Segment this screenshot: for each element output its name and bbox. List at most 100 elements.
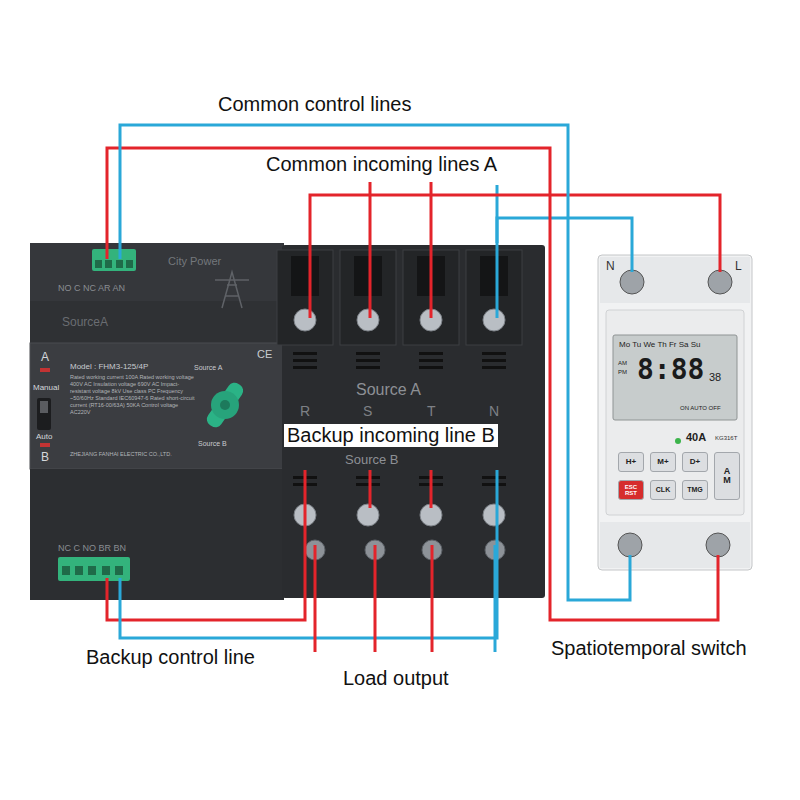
timer-switch: NLMo Tu We Th Fr Sa SuAMPM8:8838ON AUTO … [598,255,752,570]
knob-lever [204,380,246,430]
device-text: 40A [686,432,706,443]
screw [357,504,379,526]
callout-label: Spatiotemporal switch [551,637,747,660]
terminal-box [466,250,522,345]
vent [293,366,317,369]
knob [211,391,239,419]
terminal-hole [115,566,123,575]
pylon-logo [215,272,249,308]
callout-label: Backup control line [86,646,255,669]
timer-bottom-terminals [600,522,750,568]
indicator-led [40,368,50,372]
device-text: Mo Tu We Th Fr Sa Su [619,341,701,349]
device-text: SourceA [62,316,108,328]
indicator-led [40,443,50,447]
device-text: Source B [345,453,398,466]
timer-button: ESCRST [618,480,644,500]
device-text: R [300,404,310,418]
screw [708,270,732,294]
vent [356,483,380,486]
vent [419,359,443,362]
device-text: KG316T [715,435,737,441]
vent [482,359,506,362]
timer-button: H+ [618,452,644,472]
terminal-hole [75,566,83,575]
device-text: ZHEJIANG FANHAI ELECTRIC CO.,LTD. [70,452,172,458]
ats-body [30,243,284,600]
ats-front-band [30,343,284,469]
device-text: AM [618,360,627,366]
button-label: M+ [657,458,668,466]
wire-connector [120,125,630,600]
button-label: ESC [625,484,637,490]
terminal-hole [88,566,96,575]
ats-top-step [30,243,284,301]
wire-connector [107,148,718,620]
terminal-hole [126,260,133,268]
mode-switch [37,398,51,430]
screw [483,309,505,331]
vent [293,352,317,355]
wire-connector [310,195,720,255]
ats-left-module [30,243,284,600]
device-text: L [735,260,742,272]
device-text: Manual [33,384,59,392]
device-text: NC C NO BR BN [58,544,126,553]
timer-panel [606,310,744,515]
lcd-screen [613,335,737,420]
terminal-hole [95,260,102,268]
timer-body [598,255,752,570]
device-text: City Power [168,256,221,267]
knob-center [220,400,230,410]
device-text: Source B [198,440,227,447]
device-text: Rated working current 100A Rated working… [70,374,198,416]
load-wire [494,545,497,652]
device-text: PM [618,369,627,375]
device-text: N [489,404,499,418]
device-text: S [363,404,372,418]
incoming-wire [496,185,499,318]
control-terminal [92,249,136,271]
device-text: NO C NC AR AN [58,284,125,293]
callout-label: Backup incoming line B [284,424,498,447]
vent [419,352,443,355]
device-text: B [41,451,49,463]
vent [293,359,317,362]
timer-top-terminals [600,257,750,303]
terminal-box [340,250,396,345]
screw [706,533,730,557]
terminal-slot [480,256,508,296]
vent [356,366,380,369]
screw [483,504,505,526]
button-label: CLK [656,486,670,493]
callout-label: Load output [343,667,449,690]
screw [294,309,316,331]
button-label: M [723,476,731,485]
timer-button: D+ [682,452,708,472]
terminal-hole [62,566,70,575]
screw [620,270,644,294]
vent [419,366,443,369]
timer-button: TMG [682,480,708,500]
terminal-hole [105,260,112,268]
device-text: A [41,351,49,363]
timer-wire [718,255,720,570]
device-text: N [606,260,615,272]
terminal-slot [354,256,382,296]
device-text: CE [257,349,272,360]
vent [356,476,380,479]
button-label: H+ [626,458,636,466]
button-label: RST [625,490,637,496]
transfer-switch: NO C NC AR ANCity PowerSourceAAManualAut… [30,243,545,600]
terminal-box [277,250,333,345]
backup-control-wire [107,470,305,620]
terminal-slot [291,256,319,296]
control-wire [119,243,122,259]
timer-button: M+ [650,452,676,472]
timer-wire [630,255,632,570]
device-text: 8:88 [637,356,704,384]
wire-connector [497,218,632,255]
status-led [675,438,681,444]
button-label: A [724,467,731,476]
